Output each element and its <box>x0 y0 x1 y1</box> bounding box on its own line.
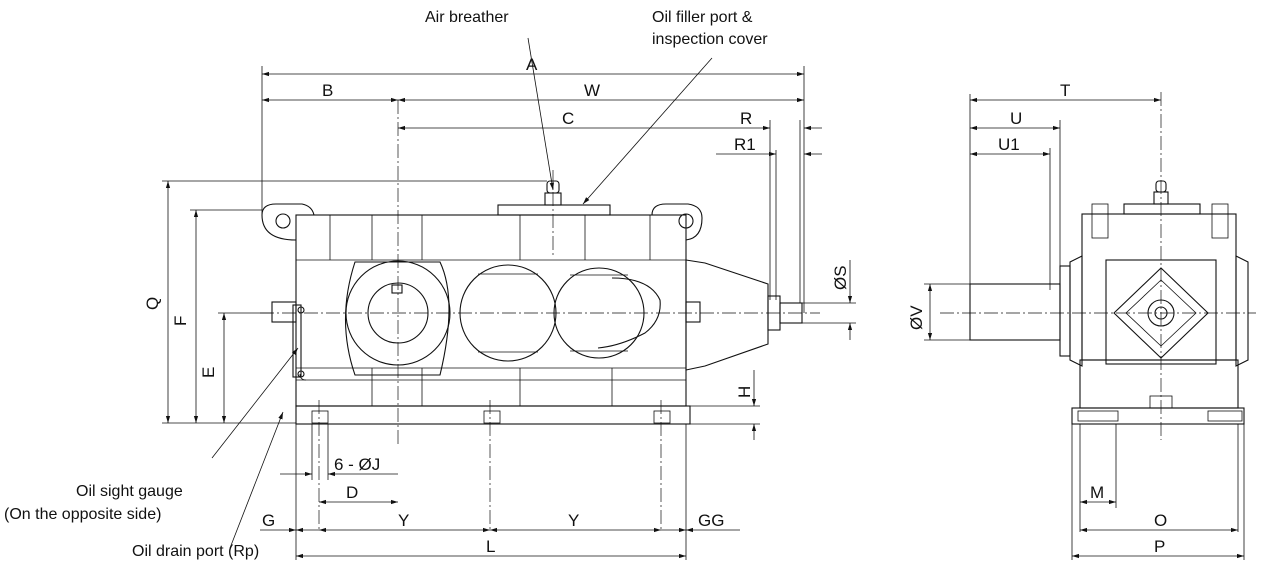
dim-s-label: ØS <box>831 265 850 290</box>
dim-j-label: 6 - ØJ <box>334 455 380 474</box>
dimension-labels: A B W C R R1 Q F E ØS H 6 - ØJ D G Y Y G… <box>143 55 1167 556</box>
oil-sight-label-line2: (On the opposite side) <box>4 506 161 523</box>
oil-sight-label-line1: Oil sight gauge <box>76 483 183 500</box>
dim-l-label: L <box>486 537 495 556</box>
oil-filler-label-line2: inspection cover <box>652 31 768 48</box>
front-view <box>260 100 820 532</box>
dim-gg-label: GG <box>698 511 724 530</box>
dim-d-label: D <box>346 483 358 502</box>
dim-g-label: G <box>262 511 275 530</box>
side-dimensions <box>924 94 1245 560</box>
oil-filler-label-line1: Oil filler port & <box>652 9 753 26</box>
dim-f-label: F <box>171 316 190 326</box>
dim-m-label: M <box>1090 483 1104 502</box>
dim-a-label: A <box>526 55 538 74</box>
side-view <box>940 92 1256 440</box>
dim-w-label: W <box>584 81 600 100</box>
dim-o-label: O <box>1154 511 1167 530</box>
dim-c-label: C <box>562 109 574 128</box>
oil-drain-label: Oil drain port (Rp) <box>132 543 259 560</box>
front-dimensions <box>162 37 856 560</box>
dim-u-label: U <box>1010 109 1022 128</box>
dim-v-label: ØV <box>907 305 926 330</box>
dim-r1-label: R1 <box>734 135 756 154</box>
callout-labels: Air breather Oil filler port & inspectio… <box>4 9 768 560</box>
dim-r-label: R <box>740 109 752 128</box>
dim-y1-label: Y <box>398 511 409 530</box>
dim-p-label: P <box>1154 537 1165 556</box>
dim-t-label: T <box>1060 81 1070 100</box>
dim-u1-label: U1 <box>998 135 1020 154</box>
dim-y2-label: Y <box>568 511 579 530</box>
dim-q-label: Q <box>143 297 162 310</box>
dim-h-label: H <box>735 386 754 398</box>
dim-b-label: B <box>322 81 333 100</box>
dim-e-label: E <box>199 367 218 378</box>
air-breather-label: Air breather <box>425 9 509 26</box>
